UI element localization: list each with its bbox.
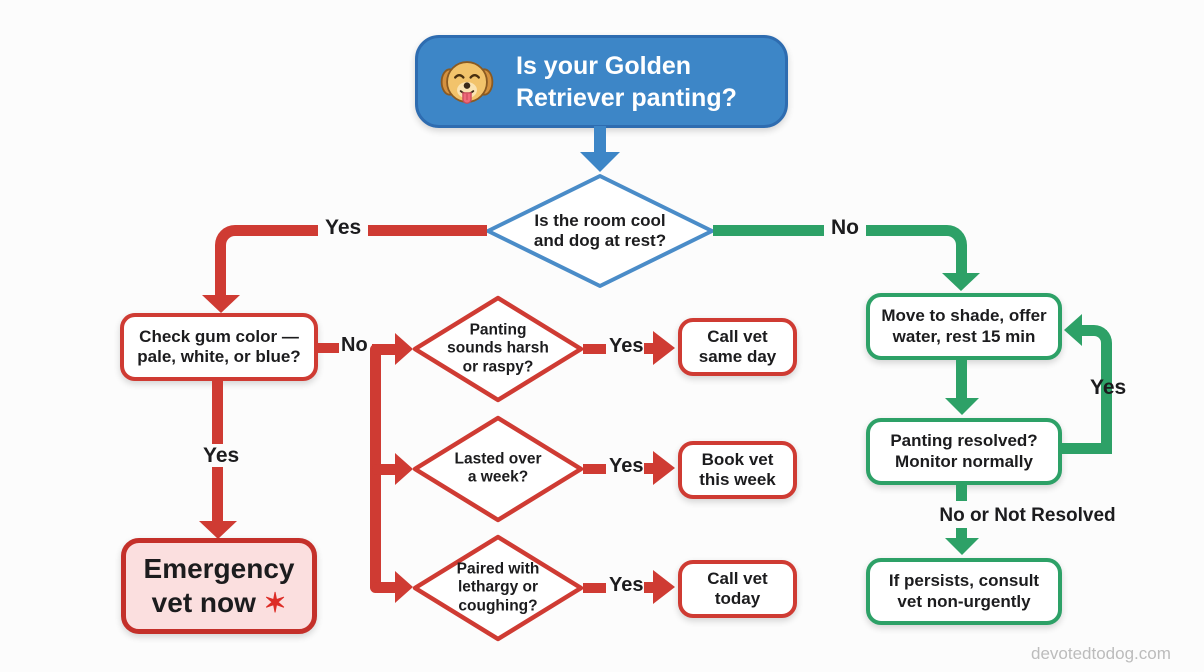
lethargy-yes-tail	[644, 582, 656, 593]
node-emergency-vet-label: Emergency vet now	[143, 552, 295, 618]
edge-label-not-resolved: No or Not Resolved	[939, 505, 1116, 526]
edge-label-gum-no: No	[341, 334, 368, 356]
decision-harsh-raspy: Panting sounds harsh or raspy?	[412, 295, 584, 403]
shade-to-resolved-connector	[956, 360, 967, 400]
branch-arm-3	[372, 582, 398, 593]
start-label: Is your Golden Retriever panting?	[516, 51, 737, 112]
week-yes-stub	[583, 464, 606, 474]
node-call-vet-same-day: Call vet same day	[678, 318, 797, 376]
gum-no-stub	[317, 343, 339, 353]
node-book-vet-this-week: Book vet this week	[678, 441, 797, 499]
week-yes-tail	[644, 463, 656, 474]
node-emergency-vet-label-wrap: Emergency vet now ✶	[144, 552, 295, 620]
golden-retriever-icon	[438, 53, 496, 111]
edge-label-room-no: No	[824, 216, 866, 240]
branch-arm-2	[372, 464, 398, 475]
decision-lasted-week-label: Lasted over a week?	[454, 450, 542, 486]
decision-harsh-raspy-label: Panting sounds harsh or raspy?	[447, 321, 549, 376]
node-move-to-shade-label: Move to shade, offer water, rest 15 min	[881, 306, 1047, 346]
decision-room-cool-label: Is the room cool and dog at rest?	[533, 210, 667, 250]
resolved-no-connector	[956, 528, 967, 540]
node-call-vet-today-label: Call vet today	[707, 568, 768, 608]
arrow-down-green-icon	[945, 538, 979, 555]
node-emergency-vet: Emergency vet now ✶	[121, 538, 317, 634]
edge-label-week-yes: Yes	[609, 455, 644, 477]
loop-up-connector	[1080, 325, 1112, 454]
arrow-down-red-icon	[202, 295, 240, 313]
arrow-right-red-icon	[395, 453, 413, 485]
node-consult-vet-non-urgently: If persists, consult vet non-urgently	[866, 558, 1062, 625]
edge-label-gum-yes: Yes	[196, 444, 247, 468]
arrow-right-red-icon	[653, 331, 675, 365]
edge-label-harsh-yes: Yes	[609, 335, 644, 357]
node-call-vet-same-day-label: Call vet same day	[698, 326, 777, 366]
arrow-down-red-icon	[199, 521, 237, 539]
node-consult-vet-non-urgently-label: If persists, consult vet non-urgently	[888, 571, 1040, 611]
node-panting-resolved-label: Panting resolved? Monitor normally	[890, 431, 1038, 471]
decision-room-cool: Is the room cool and dog at rest?	[485, 173, 715, 289]
node-book-vet-this-week-label: Book vet this week	[699, 449, 776, 489]
decision-lethargy-coughing: Paired with lethargy or coughing?	[412, 534, 584, 642]
star-of-life-icon: ✶	[263, 588, 287, 618]
watermark: devotedtodog.com	[1031, 644, 1171, 663]
arrow-left-green-icon	[1064, 314, 1082, 346]
start-to-room-connector	[594, 126, 606, 154]
arrow-down-green-icon	[942, 273, 980, 291]
node-call-vet-today: Call vet today	[678, 560, 797, 618]
resolved-no-stub	[956, 485, 967, 501]
node-check-gum-color-label: Check gum color — pale, white, or blue?	[137, 326, 301, 366]
node-check-gum-color: Check gum color — pale, white, or blue?	[120, 313, 318, 381]
arrow-right-red-icon	[653, 570, 675, 604]
branch-arm-1	[372, 344, 398, 355]
harsh-yes-stub	[583, 344, 606, 354]
start-node: Is your Golden Retriever panting?	[415, 35, 788, 128]
edge-label-loop-yes: Yes	[1090, 376, 1127, 399]
arrow-right-red-icon	[653, 451, 675, 485]
decision-lasted-week: Lasted over a week?	[412, 415, 584, 523]
node-panting-resolved: Panting resolved? Monitor normally	[866, 418, 1062, 485]
harsh-yes-tail	[644, 343, 656, 354]
lethargy-yes-stub	[583, 583, 606, 593]
decision-lethargy-coughing-label: Paired with lethargy or coughing?	[456, 560, 540, 615]
node-move-to-shade: Move to shade, offer water, rest 15 min	[866, 293, 1062, 360]
arrow-down-green-icon	[945, 398, 979, 415]
arrow-right-red-icon	[395, 571, 413, 603]
arrow-down-blue-icon	[580, 152, 620, 172]
arrow-right-red-icon	[395, 333, 413, 365]
edge-label-lethargy-yes: Yes	[609, 574, 644, 596]
edge-label-room-yes: Yes	[318, 216, 369, 240]
